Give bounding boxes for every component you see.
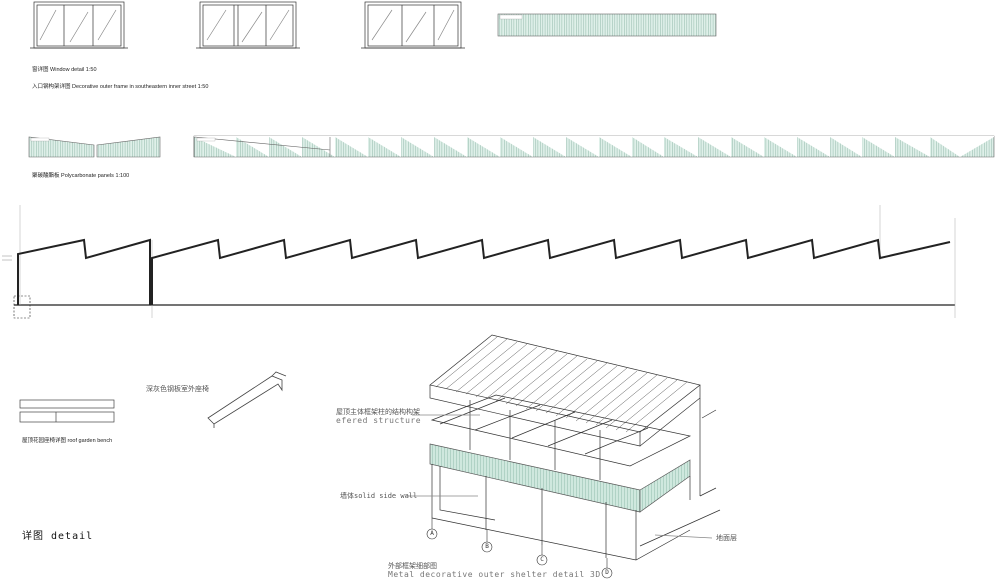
polycarbonate-panel-small (28, 136, 161, 158)
sawtooth-roof-section (2, 205, 956, 319)
grid-bubbles (426, 518, 613, 579)
note-bench: 深灰色钢板室外座椅 (146, 385, 209, 393)
caption-window-detail: 窗详图 Window detail 1:50 (32, 67, 97, 73)
polycarbonate-panel-long (193, 135, 995, 158)
title-shelter-cn: 外部框架细部图 (388, 562, 437, 570)
caption-bench: 屋顶花园座椅详图 roof garden bench (22, 438, 113, 444)
bench-3d (207, 371, 287, 428)
note-structure-en: efered structure (336, 416, 422, 425)
striped-panel-top (497, 13, 717, 37)
window-detail-2 (196, 1, 300, 49)
grid-label-b: B (485, 543, 489, 550)
bench-elevation (19, 399, 115, 423)
caption-entrance-frame: 入口钢构架详图 Decorative outer frame in southe… (32, 84, 209, 90)
title-shelter-en: Metal decorative outer shelter detail 3D (388, 570, 601, 579)
window-detail-1 (30, 1, 128, 49)
note-ground: 地面层 (716, 534, 737, 542)
note-structure-cn: 屋顶主体框架柱的结构构架 (336, 408, 420, 416)
grid-label-a: A (430, 530, 434, 537)
sheet-title: 详图 detail (22, 531, 94, 542)
note-side-wall: 墙体solid side wall (340, 492, 418, 500)
caption-polycarbonate: 聚碳酸酯板 Polycarbonate panels 1:100 (32, 173, 130, 179)
window-detail-3 (361, 1, 465, 49)
grid-label-d: D (605, 569, 609, 576)
shelter-3d (405, 334, 721, 561)
grid-label-c: C (540, 556, 544, 563)
